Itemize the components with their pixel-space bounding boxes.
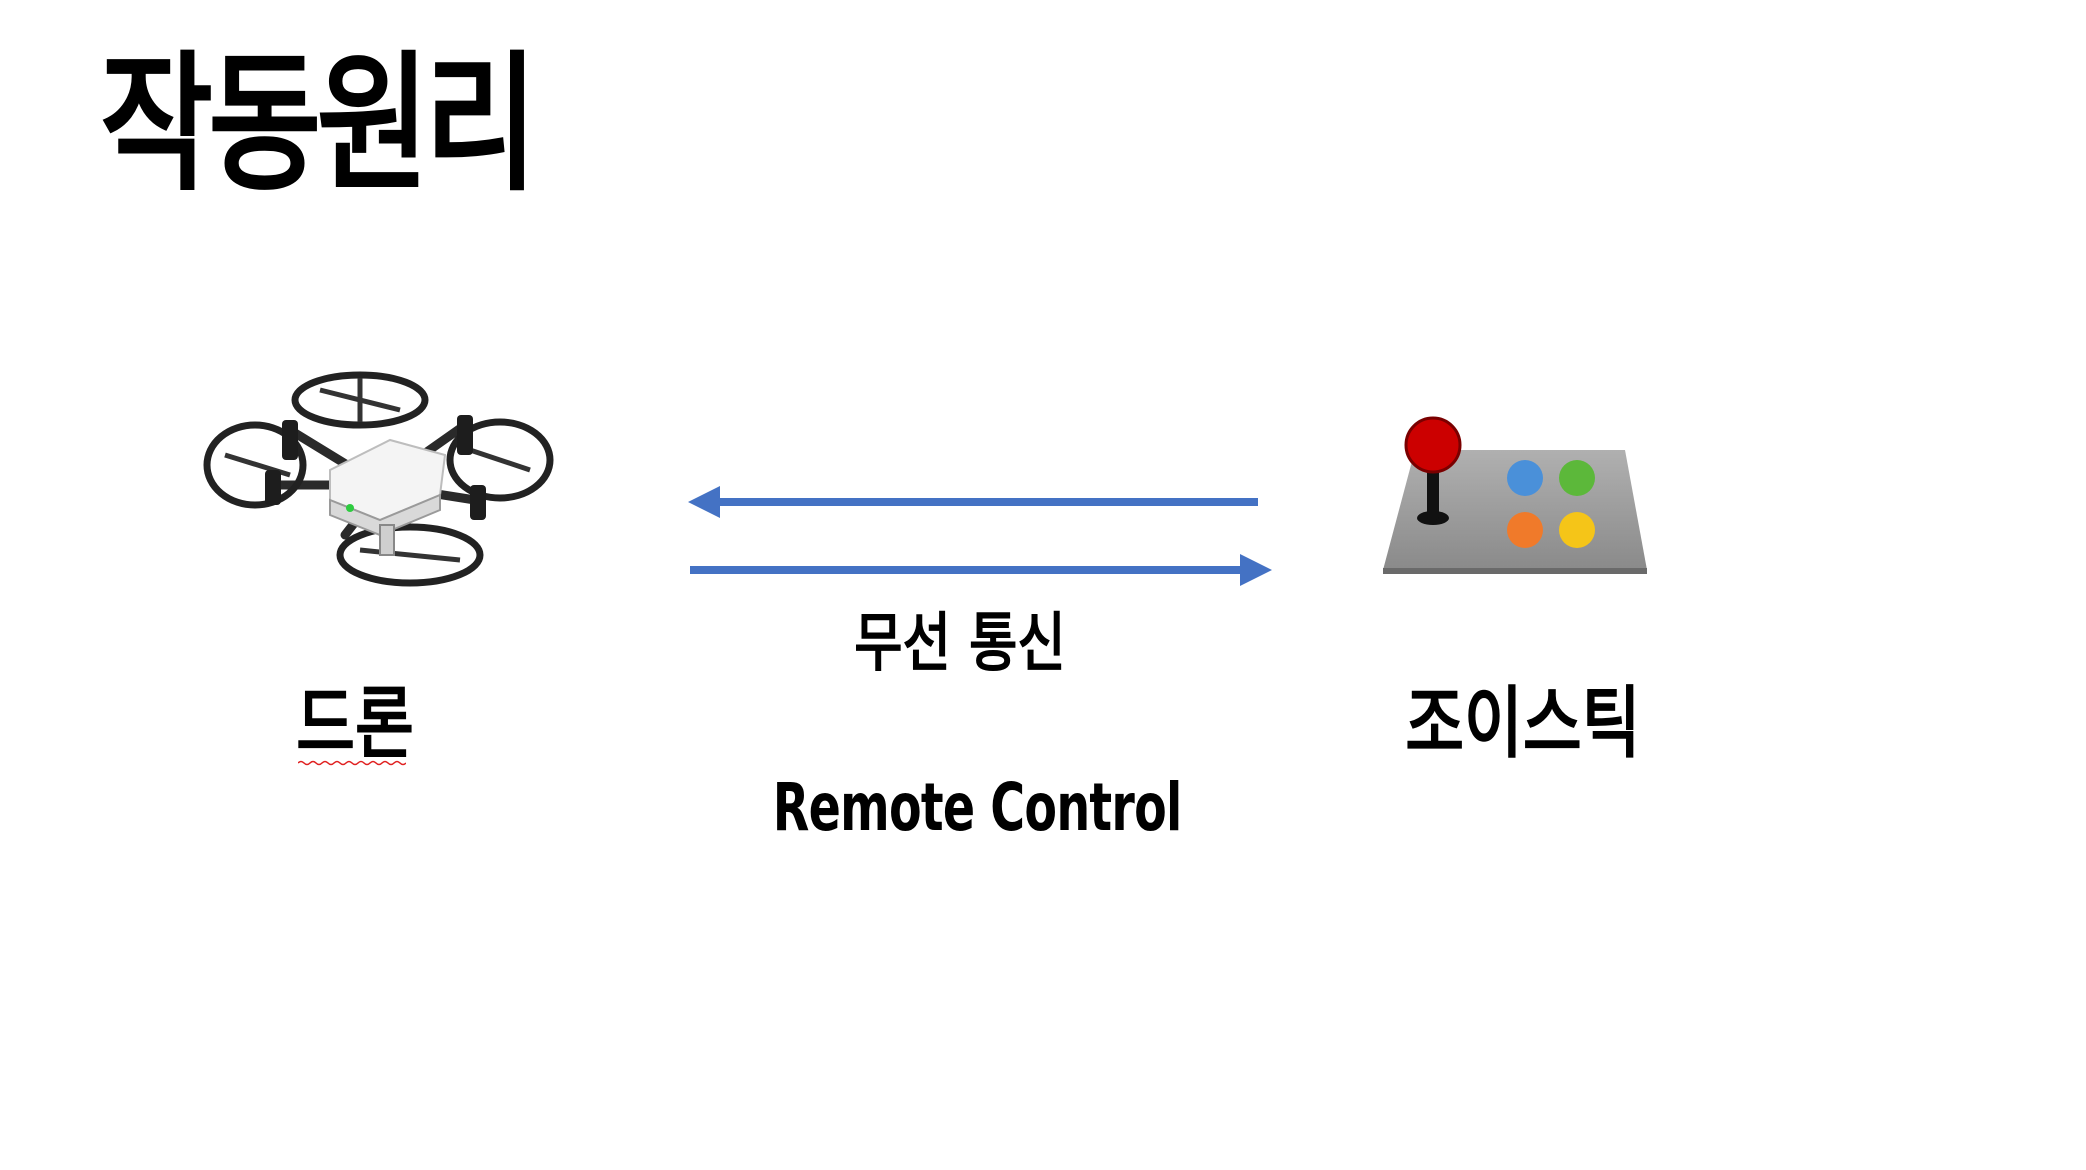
communication-arrows	[688, 486, 1272, 586]
arrow-right	[690, 554, 1272, 586]
joystick-label: 조이스틱	[1405, 679, 1641, 769]
joystick-icon	[1383, 416, 1647, 574]
remote-control-label: Remote Control	[772, 769, 1183, 846]
drone-label: 드론	[296, 679, 414, 769]
communication-label: 무선 통신	[854, 607, 1066, 681]
arrow-left	[688, 486, 1258, 518]
drone-icon	[203, 371, 554, 587]
slide-title: 작동원리	[100, 38, 538, 212]
spellcheck-underline	[298, 760, 406, 766]
